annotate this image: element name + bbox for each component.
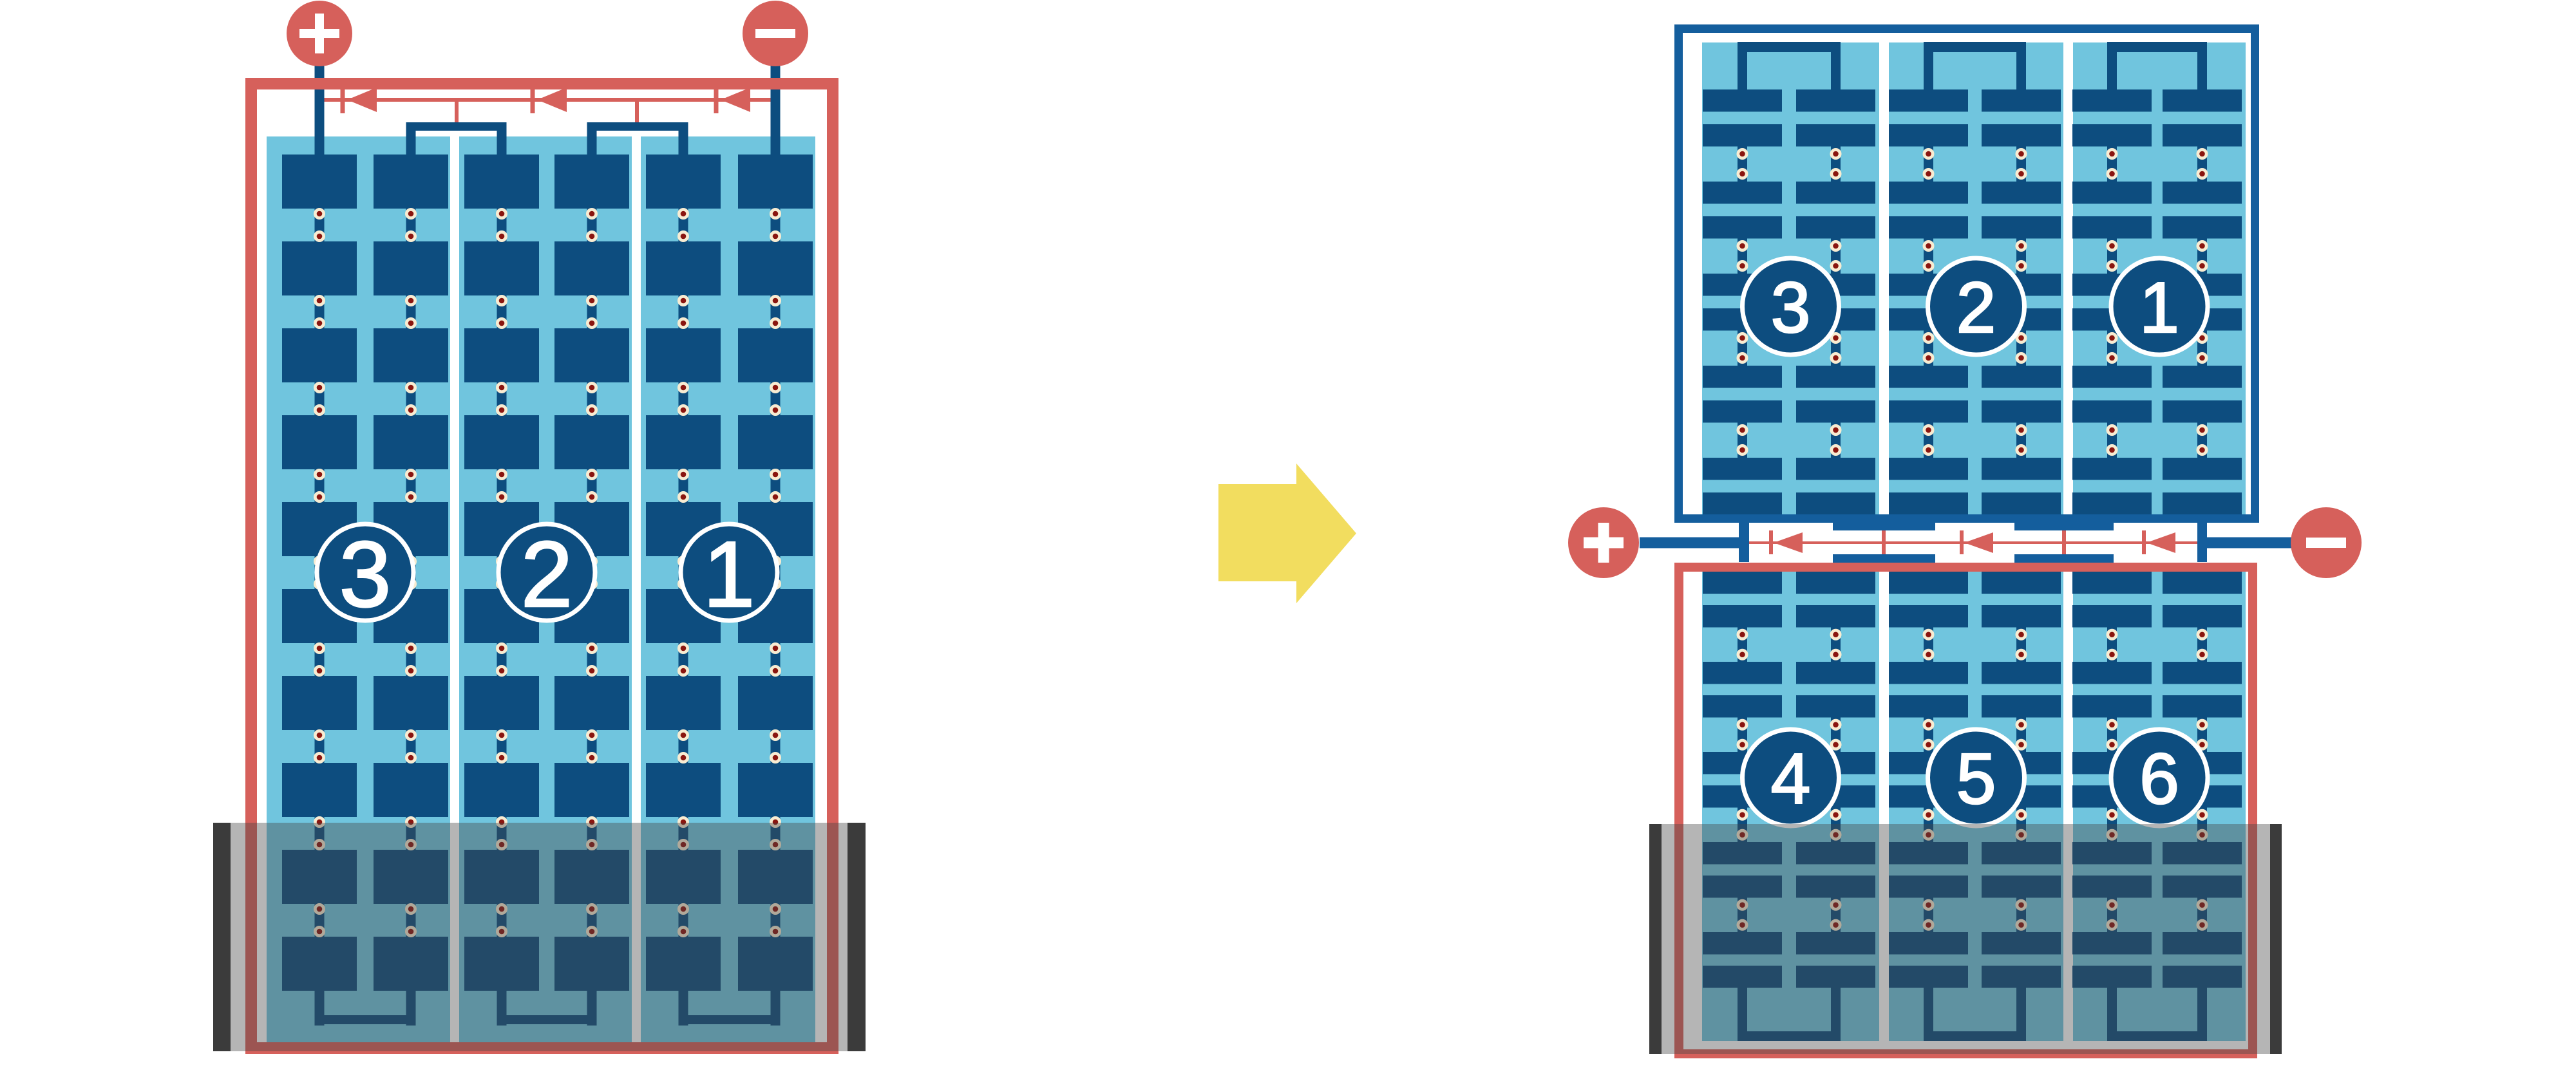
svg-text:1: 1 xyxy=(703,522,755,626)
svg-text:3: 3 xyxy=(1771,268,1811,348)
svg-text:2: 2 xyxy=(521,522,573,626)
svg-text:1: 1 xyxy=(2139,268,2179,348)
svg-text:6: 6 xyxy=(2139,739,2179,819)
svg-text:5: 5 xyxy=(1956,739,1996,819)
svg-text:3: 3 xyxy=(339,522,392,626)
svg-text:4: 4 xyxy=(1771,739,1811,819)
svg-text:2: 2 xyxy=(1956,268,1996,348)
